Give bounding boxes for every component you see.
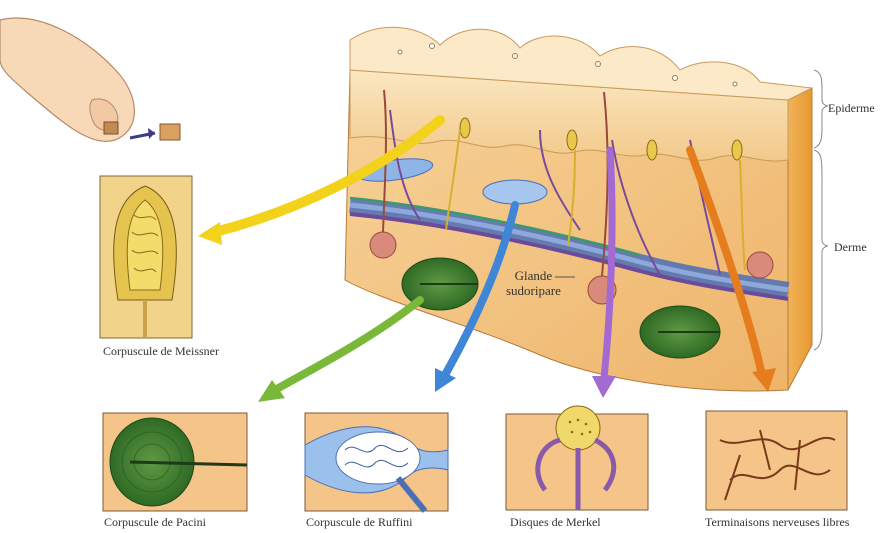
label-pacini: Corpuscule de Pacini: [104, 515, 206, 530]
meissner-panel: [100, 176, 192, 338]
label-glande: Glande sudoripare: [506, 268, 561, 298]
label-meissner: Corpuscule de Meissner: [103, 344, 219, 359]
layer-brackets: [814, 70, 828, 350]
skin-sample-cutout: [104, 122, 118, 134]
pacini-panel: [103, 413, 247, 511]
label-libres: Terminaisons nerveuses libres: [705, 515, 849, 530]
label-merkel: Disques de Merkel: [510, 515, 601, 530]
label-glande-line2: sudoripare: [506, 283, 561, 298]
finger-illustration: [0, 18, 180, 141]
free-endings-panel: [706, 411, 847, 510]
skin-sample-block: [160, 124, 180, 140]
label-derme: Derme: [834, 240, 867, 255]
ruffini-panel: [305, 413, 448, 511]
label-epiderme: Epiderme: [828, 101, 875, 116]
label-glande-line1: Glande: [506, 268, 561, 283]
merkel-panel: [506, 406, 648, 510]
label-ruffini: Corpuscule de Ruffini: [306, 515, 412, 530]
skin-block: [345, 27, 812, 391]
